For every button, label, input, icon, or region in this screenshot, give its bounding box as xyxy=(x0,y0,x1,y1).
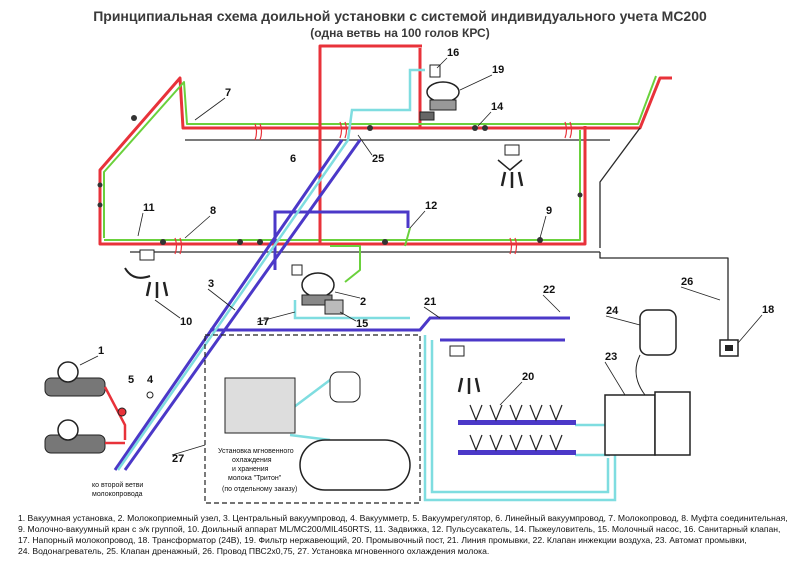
water-heater xyxy=(639,309,677,356)
label-17: 17 xyxy=(257,316,269,328)
second-branch-line1: ко второй ветви xyxy=(92,481,143,489)
second-branch-line2: молокопровода xyxy=(92,491,143,498)
leader-lines xyxy=(79,57,763,456)
label-4: 4 xyxy=(147,374,154,386)
label-11: 11 xyxy=(143,202,155,214)
label-15: 15 xyxy=(356,318,368,330)
label-10: 10 xyxy=(180,316,192,328)
label-20: 20 xyxy=(522,371,534,383)
legend-line-4: 24. Водонагреватель, 25. Клапан дренажны… xyxy=(18,546,490,556)
label-16: 16 xyxy=(447,47,459,59)
legend-line-1: 1. Вакуумная установка, 2. Молокоприемны… xyxy=(18,513,788,523)
label-22: 22 xyxy=(543,284,555,296)
label-14: 14 xyxy=(491,101,504,113)
triton-line5: (по отдельному заказу) xyxy=(222,486,297,493)
milking-cluster-lower xyxy=(124,249,169,298)
callout-numbers: 1 2 3 4 5 6 7 8 9 10 11 12 14 15 16 17 1… xyxy=(98,47,774,465)
diagram-subtitle: (одна ветвь на 100 голов КРС) xyxy=(310,26,490,40)
second-branch-note: ко второй ветви молокопровода xyxy=(92,481,143,498)
label-1: 1 xyxy=(98,345,104,357)
diagram-title: Принципиальная схема доильной установки … xyxy=(93,8,707,24)
wash-station xyxy=(458,404,576,455)
label-27: 27 xyxy=(172,453,184,465)
legend-line-2: 9. Молочно-вакуумный кран с э/к группой,… xyxy=(18,524,781,534)
triton-note: Установка мгновенного охлаждения и хране… xyxy=(218,448,297,493)
label-19: 19 xyxy=(492,64,504,76)
milk-filter-unit xyxy=(419,64,460,121)
lower-milk-loop xyxy=(98,44,729,340)
triton-line1: Установка мгновенного xyxy=(218,448,294,455)
label-18: 18 xyxy=(762,304,774,316)
legend-line-3: 17. Напорный молокопровод, 18. Трансформ… xyxy=(18,535,747,545)
label-9: 9 xyxy=(546,205,552,217)
label-7: 7 xyxy=(225,87,231,99)
milking-cluster-wash xyxy=(449,345,481,394)
label-6: 6 xyxy=(290,153,296,165)
milk-vacuum-taps xyxy=(97,115,583,245)
wash-automat xyxy=(604,354,691,456)
triton-line4: молока "Тритон" xyxy=(228,475,282,482)
triton-line2: охлаждения xyxy=(232,457,272,464)
wash-line xyxy=(116,68,617,502)
label-21: 21 xyxy=(424,296,436,308)
transformer xyxy=(719,339,739,357)
label-8: 8 xyxy=(210,205,216,217)
label-26: 26 xyxy=(681,276,693,288)
label-12: 12 xyxy=(425,200,437,212)
milk-receiver xyxy=(291,264,344,315)
label-23: 23 xyxy=(605,351,617,363)
central-vacuum-line xyxy=(113,139,570,471)
label-24: 24 xyxy=(606,305,619,317)
label-5: 5 xyxy=(128,374,134,386)
triton-line3: и хранения xyxy=(232,466,269,473)
cooling-unit-frame xyxy=(204,334,421,504)
legend: 1. Вакуумная установка, 2. Молокоприемны… xyxy=(18,513,793,557)
milking-cluster-upper xyxy=(497,144,524,188)
label-25: 25 xyxy=(372,153,384,165)
label-2: 2 xyxy=(360,296,366,308)
label-3: 3 xyxy=(208,278,214,290)
vacuum-pump-units xyxy=(44,361,154,454)
milking-system-diagram: 1 2 3 4 5 6 7 8 9 10 11 12 14 15 16 17 1… xyxy=(44,44,774,504)
pipe-couplings xyxy=(174,121,573,255)
